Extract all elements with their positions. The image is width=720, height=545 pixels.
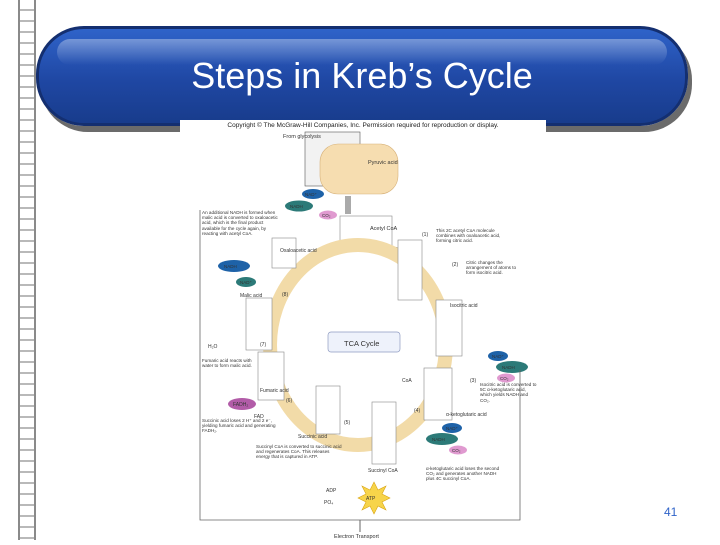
step1-text: This 2C acetyl CoA molecule combines wit…: [436, 228, 501, 244]
fumaric-box: [257, 351, 285, 401]
acetyl-label: Acetyl CoA: [370, 226, 398, 232]
malic-label: Malic acid: [240, 293, 262, 299]
isocitric-label: Isocitric acid: [450, 303, 478, 309]
nadh-label-top: NADH: [290, 204, 303, 209]
step3-num: (3): [470, 378, 476, 384]
nadh-ellipse-top: [285, 200, 313, 212]
step5-text: Succinyl CoA is converted to succinic ac…: [256, 444, 342, 460]
po4-label: PO₄: [324, 500, 333, 506]
step4-text: α-ketoglutaric acid loses the second CO₂…: [426, 466, 500, 482]
succinic-box: [315, 385, 341, 435]
electron-transport-label: Electron Transport: [334, 534, 379, 540]
oxaloacetic-label: Oxaloacetic acid: [280, 248, 317, 254]
citric-box: [397, 239, 423, 301]
step6-text: Succinic acid loses 2 H⁺ and 2 e⁻, yield…: [202, 418, 276, 434]
nadh-label-lower: NADH: [432, 437, 445, 442]
step8-num: (8): [282, 292, 288, 298]
nadh-label-right: NADH: [502, 365, 515, 370]
step6-num: (6): [286, 398, 292, 404]
step2-text: Citric changes the arrangement of atoms …: [466, 260, 517, 276]
atp-label: ATP: [366, 496, 376, 502]
h2o-label: H₂O: [208, 344, 218, 350]
fumaric-label: Fumaric acid: [260, 388, 289, 394]
step8-text: An additional NADH is formed when malic …: [202, 210, 278, 236]
slide-title: Steps in Kreb’s Cycle: [191, 55, 533, 96]
step4-num: (4): [414, 408, 420, 414]
coa-label: CoA: [402, 378, 412, 384]
nad-label-right: NAD⁺: [492, 354, 505, 359]
succinyl-label: Succinyl CoA: [368, 468, 398, 474]
co2-ellipse-right: [497, 373, 515, 383]
malic-box: [245, 297, 273, 351]
step4-fo: α-ketoglutaric acid loses the second CO₂…: [426, 466, 500, 482]
co2-ellipse-lower: [449, 445, 467, 455]
nadh-ellipse-left: [218, 260, 250, 272]
page-number: 41: [664, 505, 678, 519]
nad-label-lower: NAD⁺: [446, 426, 459, 431]
step5-fo: Succinyl CoA is converted to succinic ac…: [256, 444, 342, 460]
ketoglutaric-label: α-ketoglutaric acid: [446, 412, 487, 418]
nad-ellipse-lower: [442, 423, 462, 433]
title-banner: Steps in Kreb’s Cycle: [36, 26, 688, 126]
nadh-ellipse-lower: [426, 433, 458, 445]
step2-fo: Citric changes the arrangement of atoms …: [466, 260, 517, 276]
fadh2-ellipse: [228, 398, 256, 410]
step2-num: (2): [452, 262, 458, 268]
step8-fo: An additional NADH is formed when malic …: [202, 210, 278, 236]
fad-label: FAD: [254, 414, 264, 420]
ketoglutaric-box: [423, 367, 453, 421]
step3-text: Isocitric acid is converted to 5C α-keto…: [480, 382, 537, 403]
cycle-center-label: TCA Cycle: [344, 339, 379, 348]
notebook-rail: [18, 0, 36, 540]
nad-ellipse-right: [488, 351, 508, 361]
pyruvic-label: Pyruvic acid: [368, 160, 398, 166]
copyright-notice: Copyright © The McGraw-Hill Companies, I…: [227, 122, 499, 129]
nad-label-top: NAD⁺: [305, 192, 318, 197]
co2-label-lower: CO₂: [452, 448, 461, 453]
cycle-label-box: [327, 331, 401, 353]
isocitric-box: [435, 299, 463, 357]
nad-ellipse-top: [302, 189, 324, 199]
succinic-label: Succinic acid: [298, 434, 327, 440]
krebs-cycle-diagram: Copyright © The McGraw-Hill Companies, I…: [180, 120, 546, 540]
step3-fo: Isocitric acid is converted to 5C α-keto…: [480, 382, 537, 403]
from-label: From glycolysis: [283, 134, 321, 140]
step7-text: Fumaric acid reacts with water to form m…: [202, 358, 252, 369]
step1-fo: This 2C acetyl CoA molecule combines wit…: [436, 228, 501, 244]
nad-ellipse-left: [236, 277, 256, 287]
atp-burst: [357, 481, 391, 515]
step1-num: (1): [422, 232, 428, 238]
pyruvic-panel: [319, 143, 399, 195]
step7-num: (7): [260, 342, 266, 348]
step7-fo: Fumaric acid reacts with water to form m…: [202, 358, 252, 369]
step5-num: (5): [344, 420, 350, 426]
oxaloacetic-box: [271, 237, 297, 269]
co2-label-right: CO₂: [500, 376, 509, 381]
step6-fo: Succinic acid loses 2 H⁺ and 2 e⁻, yield…: [202, 418, 276, 434]
nadh-label-left: NADH: [224, 264, 237, 269]
co2-label-top: CO₂: [322, 213, 331, 218]
succinyl-box: [371, 401, 397, 465]
fadh2-label: FADH₂: [233, 402, 248, 408]
adp-label: ADP: [326, 488, 337, 494]
nad-label-left: NAD⁺: [240, 280, 253, 285]
co2-ellipse-top: [319, 210, 337, 220]
cycle-figure: From glycolysis Pyruvic acid NAD⁺ NADH C…: [199, 131, 537, 540]
